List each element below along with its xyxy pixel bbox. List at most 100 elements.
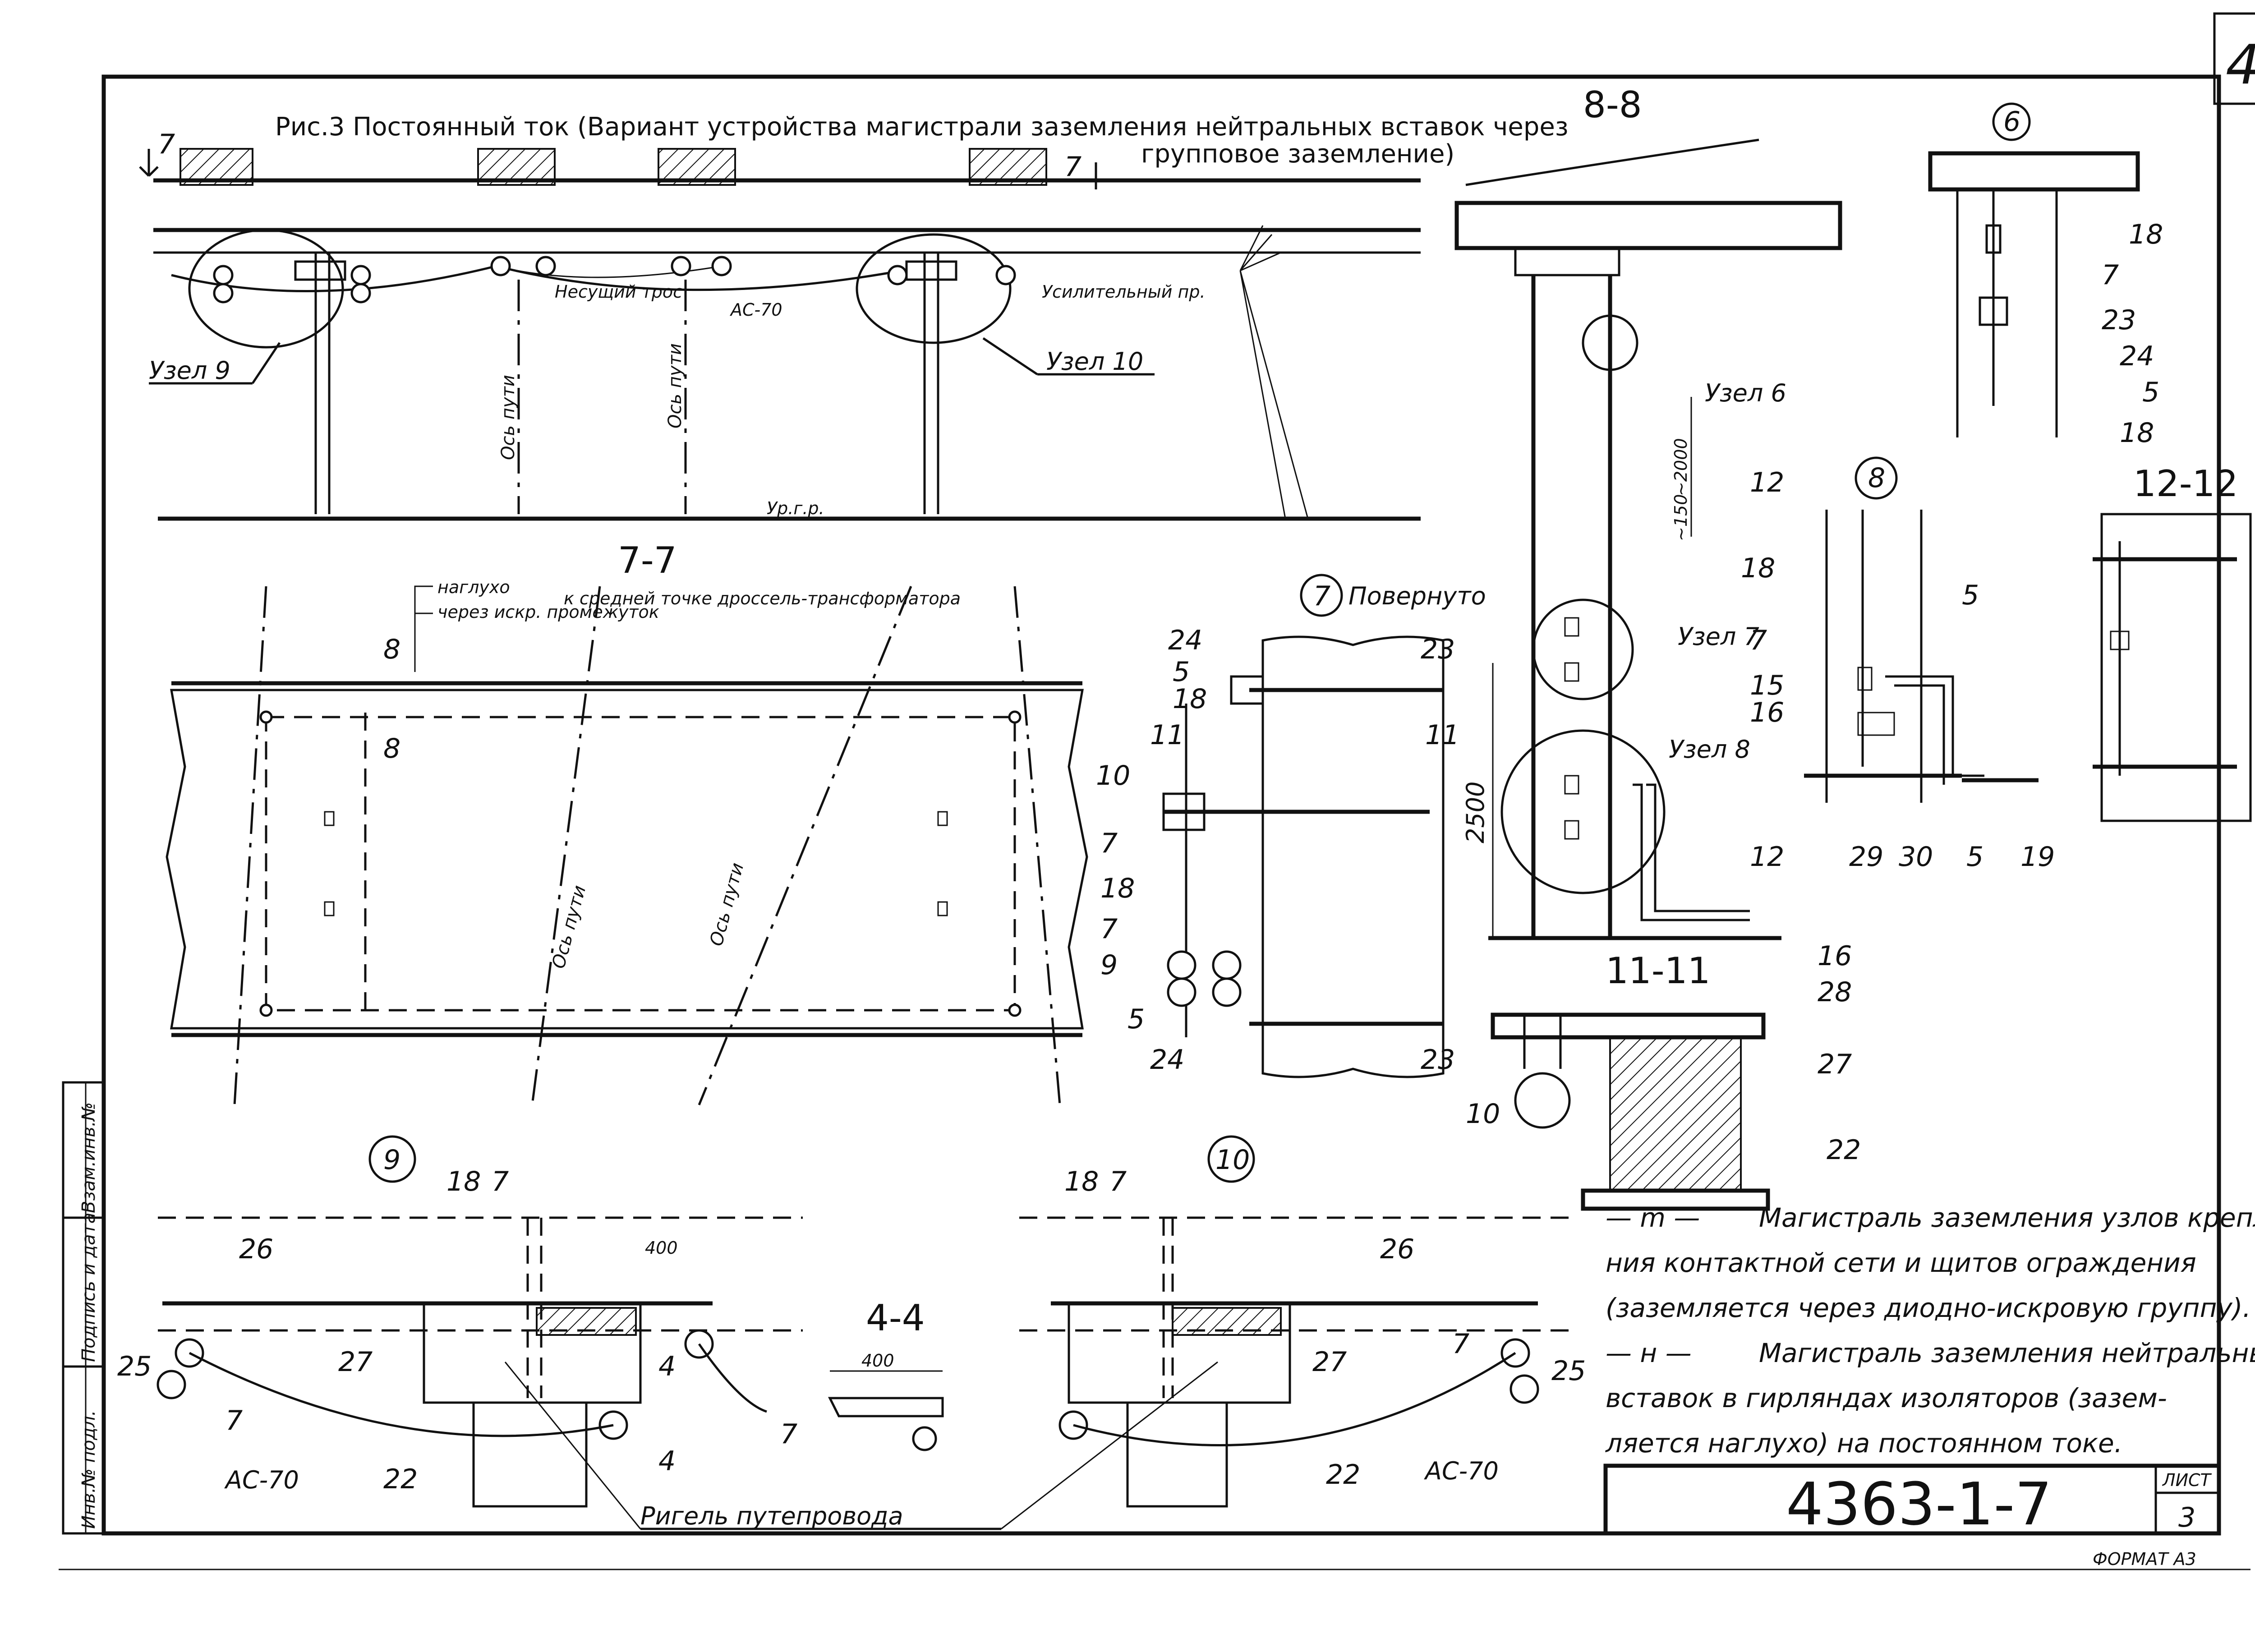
- detail-6-n3: 23: [2102, 304, 2136, 336]
- detail-9-n7a: 7: [492, 1166, 509, 1197]
- detail-7-n1: 24: [1168, 625, 1202, 656]
- detail-7-section-left: 11: [1150, 719, 1184, 751]
- fig3-ground-level: Ур.г.р.: [767, 498, 824, 518]
- detail-8-callout: 8: [1868, 462, 1885, 494]
- detail-7-n12: 23: [1421, 1044, 1455, 1076]
- view-7-7-mark-top: 8: [383, 634, 400, 665]
- view-12-12-title: 12-12: [2133, 463, 2238, 505]
- view-7-7-note-1: наглухо: [437, 577, 510, 597]
- detail-10-n7a: 7: [1109, 1166, 1127, 1197]
- detail-9-n26: 26: [239, 1233, 273, 1265]
- view-7-7-title: 7-7: [618, 539, 677, 581]
- stamp-vzam-inv: Взам.инв.№: [78, 1102, 99, 1213]
- detail-7-n9: 5: [1128, 1003, 1145, 1035]
- detail-6-drawing: [1928, 102, 2140, 437]
- view-7-7-note-3: к средней точке дроссель-трансформатора: [564, 589, 961, 608]
- view-8-8-dim-150: ~150: [1671, 494, 1691, 541]
- detail-8-n7: 30: [1899, 841, 1933, 873]
- view-11-11-n5: 22: [1827, 1134, 1861, 1166]
- sheet-format: ФОРМАТ А3: [2093, 1549, 2196, 1569]
- fig3-section-mark-right: 7: [1064, 151, 1081, 183]
- detail-9-ac70: АС-70: [224, 1466, 299, 1494]
- view-11-11-title: 11-11: [1606, 950, 1710, 992]
- legend-m-text-2: ния контактной сети и щитов ограждения: [1606, 1247, 2196, 1278]
- detail-10-n26: 26: [1380, 1233, 1414, 1265]
- title-block: [1603, 1463, 2221, 1536]
- stamp-inv-podl: Инв.№ подл.: [78, 1410, 99, 1529]
- sheet-frame: [59, 12, 2255, 1570]
- detail-9-callout: 9: [383, 1144, 400, 1176]
- detail-6-callout: 6: [2003, 106, 2020, 138]
- detail-7-n5: 7: [1100, 828, 1118, 859]
- view-4-4-drawing: [828, 1370, 944, 1451]
- detail-7-n3: 18: [1173, 683, 1207, 715]
- detail-8-n5: 16: [1750, 697, 1784, 728]
- detail-7-note: Повернуто: [1348, 582, 1486, 610]
- fig3-label-reinforcing: Усилительный пр.: [1042, 282, 1206, 302]
- detail-6-n5: 5: [2142, 377, 2159, 408]
- view-8-8-node8: Узел 8: [1669, 735, 1750, 764]
- view-7-7-mark-bottom: 8: [383, 733, 400, 764]
- detail-7-n6: 18: [1100, 873, 1135, 904]
- view-11-11-n4: 10: [1466, 1098, 1500, 1130]
- detail-7-n2: 5: [1173, 656, 1190, 688]
- view-8-8-node6: Узел 6: [1705, 379, 1786, 407]
- view-4-4-dim: 400: [861, 1351, 894, 1371]
- stamp-column: [62, 1081, 105, 1535]
- legend: — m — Магистраль заземления узлов крепле…: [1605, 1202, 2255, 1459]
- detail-7-section-right: 11: [1425, 719, 1459, 751]
- fig3-title: Рис.3 Постоянный ток (Вариант устройства…: [275, 112, 1569, 142]
- detail-8-drawing: [1804, 456, 2039, 803]
- detail-6-n6: 18: [2120, 417, 2154, 449]
- fig3-node10: Узел 10: [1046, 347, 1143, 376]
- detail-7-n7: 7: [1100, 913, 1118, 945]
- legend-h-symbol: — н —: [1606, 1338, 1692, 1368]
- view-4-4-title: 4-4: [866, 1297, 925, 1339]
- fig3-label-ac70: АС-70: [729, 300, 782, 320]
- detail-9-n25: 25: [117, 1351, 152, 1382]
- detail-10-drawing: [1019, 1135, 1578, 1508]
- detail-9-n7b: 7: [226, 1405, 243, 1436]
- detail-9-drawing: [156, 1135, 803, 1508]
- view-11-11-n3: 27: [1818, 1049, 1852, 1080]
- detail-10-n7b: 7: [1452, 1328, 1469, 1360]
- detail-10-n25: 25: [1551, 1355, 1586, 1387]
- detail-8-section-top: 12: [1750, 467, 1784, 498]
- view-11-11-n1: 16: [1818, 940, 1852, 972]
- view-8-8-dim-2000: ~2000: [1671, 438, 1691, 496]
- detail-6-n4: 24: [2120, 341, 2154, 372]
- drawing-code: 4363-1-7: [1786, 1470, 2052, 1538]
- fig3-axis-2: Ось пути: [665, 343, 686, 428]
- detail-7-n4: 10: [1096, 760, 1130, 791]
- legend-h-text-3: ляется наглухо) на постоянном токе.: [1605, 1428, 2122, 1459]
- view-12-12-drawing: [2093, 513, 2252, 822]
- legend-m-symbol: — m —: [1606, 1202, 1700, 1233]
- stamp-signature-date: Подпись и дата: [78, 1213, 99, 1362]
- detail-8-n8: 5: [1966, 841, 1983, 873]
- view-7-7-axis-2: Ось пути: [706, 861, 748, 948]
- fig3-drawing: [139, 148, 1421, 521]
- detail-9-n22: 22: [383, 1463, 418, 1495]
- detail-7-n11: 23: [1421, 634, 1455, 665]
- sheet-list-label: ЛИСТ: [2162, 1470, 2212, 1490]
- legend-m-text-3: (заземляется через диодно-искровую групп…: [1606, 1293, 2251, 1323]
- legend-h-text-1: Магистраль заземления нейтральных: [1759, 1338, 2255, 1368]
- fig3-axis-1: Ось пути: [498, 375, 519, 460]
- detail-9-section-bottom: 4: [658, 1445, 676, 1477]
- view-8-8-node7: Узел 7: [1678, 622, 1759, 651]
- view-8-8-dim-2500: 2500: [1461, 782, 1490, 843]
- detail-8-n9: 19: [2020, 841, 2055, 873]
- detail-7-n8: 9: [1100, 949, 1118, 981]
- fig3-node9: Узел 9: [149, 356, 230, 385]
- detail-9-dim: 400: [645, 1238, 678, 1258]
- detail-6-n2: 7: [2102, 259, 2119, 291]
- fig3-section-mark: 7: [158, 129, 175, 160]
- detail-9-section-top: 4: [658, 1351, 676, 1382]
- detail-10-n27: 27: [1312, 1346, 1347, 1378]
- detail-9-n27: 27: [338, 1346, 373, 1378]
- sheet-list-number: 3: [2178, 1502, 2195, 1533]
- view-11-11-n2: 28: [1818, 976, 1852, 1008]
- legend-m-text-1: Магистраль заземления узлов крепле-: [1759, 1202, 2255, 1233]
- detail-7-callout: 7: [1313, 580, 1330, 612]
